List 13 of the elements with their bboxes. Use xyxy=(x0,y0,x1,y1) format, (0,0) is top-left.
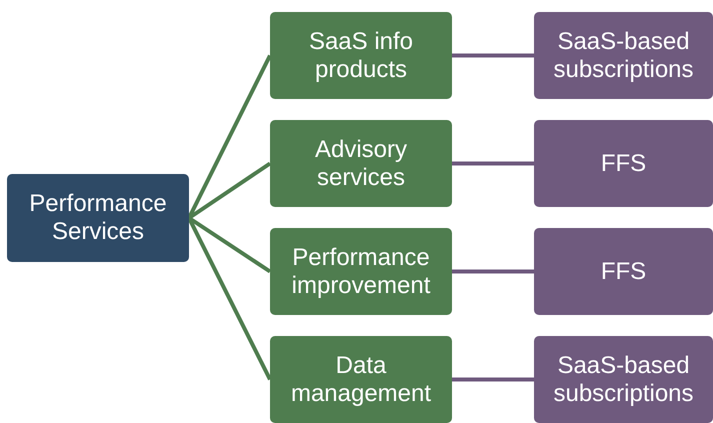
process-box: SaaS info products xyxy=(270,12,452,99)
process-box: Data management xyxy=(270,336,452,423)
connector-line xyxy=(452,378,534,382)
process-box: Performance improvement xyxy=(270,228,452,315)
connector-line xyxy=(452,162,534,166)
connector-line xyxy=(452,270,534,274)
process-box: SaaS-based subscriptions xyxy=(534,12,713,99)
process-box: Advisory services xyxy=(270,120,452,207)
process-box: Performance Services xyxy=(7,174,189,262)
process-box: FFS xyxy=(534,120,713,207)
process-box: FFS xyxy=(534,228,713,315)
connector-line xyxy=(452,54,534,58)
process-box: SaaS-based subscriptions xyxy=(534,336,713,423)
